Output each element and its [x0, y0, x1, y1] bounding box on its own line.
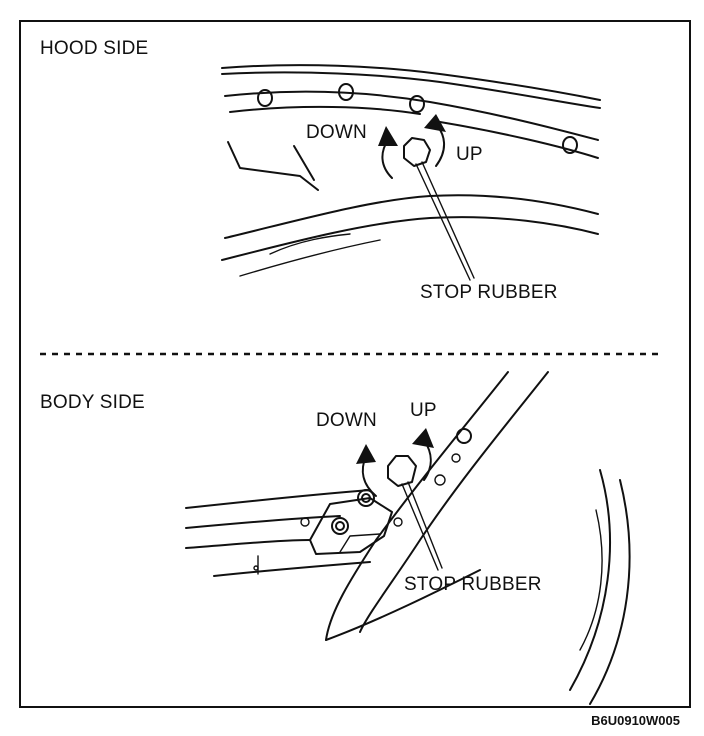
- body-side-illustration: [185, 371, 631, 705]
- hood-side-illustration: [221, 64, 601, 281]
- hood-stop-rubber-label: STOP RUBBER: [420, 282, 558, 303]
- figure-code: B6U0910W005: [591, 713, 680, 728]
- body-down-label: DOWN: [316, 410, 377, 431]
- hood-up-label: UP: [456, 144, 483, 165]
- hood-side-title: HOOD SIDE: [40, 38, 149, 59]
- hood-down-label: DOWN: [306, 122, 367, 143]
- body-up-label: UP: [410, 400, 437, 421]
- body-side-title: BODY SIDE: [40, 392, 145, 413]
- diagram-frame: [19, 20, 691, 708]
- body-stop-rubber-label: STOP RUBBER: [404, 574, 542, 595]
